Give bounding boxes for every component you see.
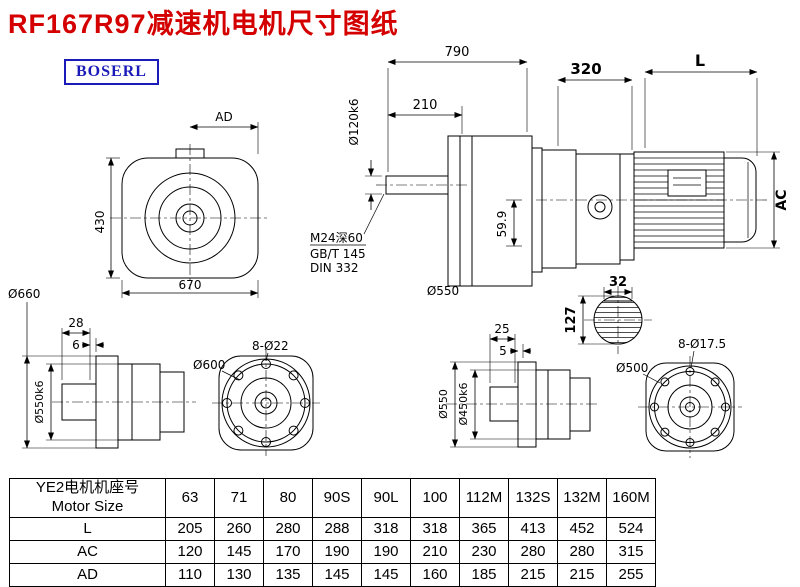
cell: 145 bbox=[312, 562, 362, 587]
cell: 365 bbox=[459, 516, 509, 541]
row-label: AD bbox=[9, 562, 166, 587]
table-row-AD: AD 110 130 135 145 145 160 185 215 215 2… bbox=[9, 562, 656, 587]
column-header: 160M bbox=[606, 478, 656, 518]
dim-label-6: 6 bbox=[72, 338, 80, 352]
cell: 190 bbox=[312, 539, 362, 564]
dim-label-bolt-circle-600: Ø600 bbox=[193, 358, 225, 372]
dim-label-670: 670 bbox=[179, 278, 202, 292]
front-view: AD 430 670 bbox=[93, 110, 270, 298]
dim-label-28: 28 bbox=[68, 316, 83, 330]
cell: 215 bbox=[557, 562, 607, 587]
cell: 280 bbox=[508, 539, 558, 564]
cell: 318 bbox=[361, 516, 411, 541]
table-header-cn: YE2电机机座号 bbox=[35, 479, 140, 496]
column-header: 71 bbox=[214, 478, 264, 518]
dim-label-790: 790 bbox=[445, 45, 470, 60]
flange-face-right-view: Ø500 8-Ø17.5 bbox=[616, 337, 742, 458]
cell: 413 bbox=[508, 516, 558, 541]
cell: 230 bbox=[459, 539, 509, 564]
dim-label-AC: AC bbox=[774, 189, 790, 210]
flange-face-left-view: Ø600 8-Ø22 bbox=[193, 339, 320, 456]
cell: 215 bbox=[508, 562, 558, 587]
shaft-section-view: 32 127 bbox=[564, 275, 652, 354]
cell: 185 bbox=[459, 562, 509, 587]
dim-label-320: 320 bbox=[570, 60, 601, 78]
column-header: 63 bbox=[165, 478, 215, 518]
page-title: RF167R97减速机电机尺寸图纸 bbox=[8, 9, 399, 39]
dimension-table: YE2电机机座号 Motor Size 63 71 80 90S 90L 100… bbox=[9, 478, 656, 587]
cell: 145 bbox=[361, 562, 411, 587]
row-label: L bbox=[9, 516, 166, 541]
cell: 205 bbox=[165, 516, 215, 541]
cell: 288 bbox=[312, 516, 362, 541]
cell: 120 bbox=[165, 539, 215, 564]
table-header-motor-size: YE2电机机座号 Motor Size bbox=[9, 478, 166, 518]
column-header: 90L bbox=[361, 478, 411, 518]
dim-label-shaft-dia: Ø120k6 bbox=[347, 99, 361, 146]
technical-drawing: AD 430 670 bbox=[8, 45, 790, 458]
note-din-standard: DIN 332 bbox=[310, 261, 358, 275]
cell: 190 bbox=[361, 539, 411, 564]
brand-logo: BOSERL bbox=[64, 59, 159, 85]
dim-label-25: 25 bbox=[494, 322, 509, 336]
dim-label-210: 210 bbox=[413, 98, 438, 113]
table-row-L: L 205 260 280 288 318 318 365 413 452 52… bbox=[9, 516, 656, 541]
table-header-en: Motor Size bbox=[51, 497, 124, 515]
dim-label-5: 5 bbox=[499, 344, 507, 358]
dim-label-430: 430 bbox=[93, 211, 107, 234]
cell: 160 bbox=[410, 562, 460, 587]
dim-label-housing-flange: Ø550 bbox=[427, 284, 459, 298]
table-row-AC: AC 120 145 170 190 190 210 230 280 280 3… bbox=[9, 539, 656, 564]
cell: 130 bbox=[214, 562, 264, 587]
dim-label-od-660: Ø660 bbox=[8, 287, 40, 301]
note-gb-standard: GB/T 145 bbox=[310, 247, 366, 261]
column-header: 80 bbox=[263, 478, 313, 518]
cell: 452 bbox=[557, 516, 607, 541]
cell: 280 bbox=[557, 539, 607, 564]
dim-label-59-9: 59.9 bbox=[495, 211, 509, 238]
dim-label-spigot-450k6: Ø450k6 bbox=[457, 382, 470, 425]
dim-label-L: L bbox=[695, 51, 705, 70]
cell: 145 bbox=[214, 539, 264, 564]
cell: 110 bbox=[165, 562, 215, 587]
dim-label-od-550: Ø550 bbox=[437, 389, 450, 419]
flange-side-left-view: 28 6 Ø660 Ø550k6 bbox=[8, 287, 196, 449]
cell: 170 bbox=[263, 539, 313, 564]
dim-label-holes-8x17-5: 8-Ø17.5 bbox=[678, 337, 726, 351]
flange-side-right-view: 25 5 Ø550 Ø450k6 bbox=[437, 322, 600, 448]
column-header: 90S bbox=[312, 478, 362, 518]
cell: 318 bbox=[410, 516, 460, 541]
cell: 255 bbox=[606, 562, 656, 587]
dim-label-spigot-550k6: Ø550k6 bbox=[33, 380, 46, 423]
cell: 210 bbox=[410, 539, 460, 564]
column-header: 112M bbox=[459, 478, 509, 518]
dim-label-bolt-circle-500: Ø500 bbox=[616, 361, 648, 375]
column-header: 132S bbox=[508, 478, 558, 518]
dim-label-holes-8x22: 8-Ø22 bbox=[252, 339, 289, 353]
cell: 315 bbox=[606, 539, 656, 564]
cell: 135 bbox=[263, 562, 313, 587]
row-label: AC bbox=[9, 539, 166, 564]
motor-nameplate bbox=[667, 169, 707, 197]
dim-label-127: 127 bbox=[564, 306, 579, 333]
cell: 260 bbox=[214, 516, 264, 541]
dim-label-32: 32 bbox=[609, 275, 627, 290]
dim-label-ad: AD bbox=[215, 110, 232, 124]
motor-dims: 320 L AC bbox=[557, 51, 790, 249]
cell: 524 bbox=[606, 516, 656, 541]
cell: 280 bbox=[263, 516, 313, 541]
column-header: 100 bbox=[410, 478, 460, 518]
side-view: 790 210 Ø120k6 M24深60 GB/T 145 DIN 332 5… bbox=[310, 45, 770, 298]
column-header: 132M bbox=[557, 478, 607, 518]
note-thread: M24深60 bbox=[310, 231, 363, 245]
